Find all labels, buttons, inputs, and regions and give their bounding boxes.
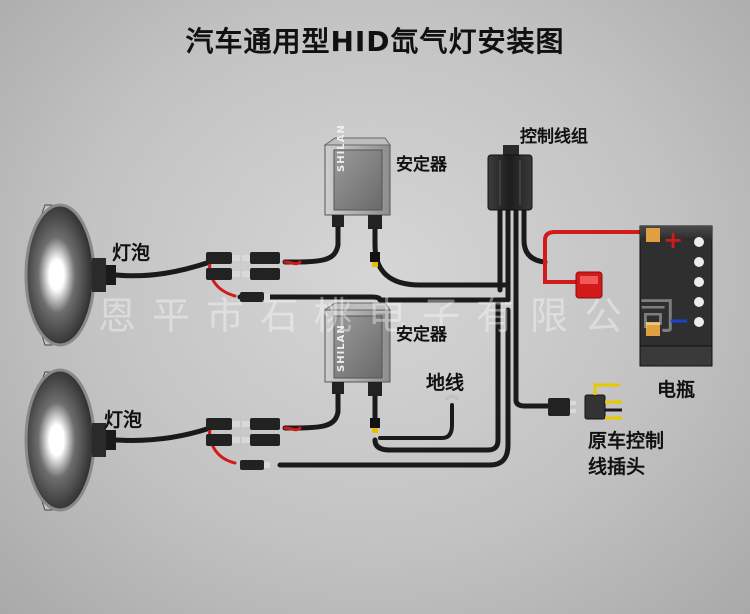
- label-original-plug-2: 线插头: [588, 456, 646, 478]
- ballast-top: [323, 137, 391, 267]
- label-bulb-bottom: 灯泡: [104, 409, 143, 431]
- label-ground-wire: 地线: [426, 372, 465, 394]
- ground-terminal: [444, 394, 460, 401]
- label-control-harness: 控制线组: [520, 127, 588, 147]
- headlamp-top: [24, 203, 116, 347]
- connector-pair-top: [206, 252, 280, 302]
- label-original-plug-1: 原车控制: [588, 430, 665, 452]
- original-plug: [548, 383, 622, 420]
- label-bulb-top: 灯泡: [112, 242, 151, 264]
- cables: [113, 207, 551, 468]
- battery-plus-sign: +: [663, 226, 684, 254]
- battery-minus-sign: −: [668, 306, 690, 336]
- label-ballast-top: 安定器: [396, 155, 447, 175]
- connector-pair-bottom: [206, 418, 280, 470]
- headlamp-bottom: [24, 368, 116, 512]
- ballast-bottom: [323, 302, 391, 433]
- watermark: 恩平市石桃电子有限公司: [98, 294, 693, 338]
- battery: [639, 225, 713, 367]
- label-battery: 电瓶: [657, 379, 696, 401]
- red-wires: [208, 230, 642, 465]
- control-harness: [487, 145, 533, 211]
- ballast-brand-bottom: SHILAN: [336, 324, 347, 372]
- label-ballast-bottom: 安定器: [396, 325, 447, 345]
- page-title: 汽车通用型HID氙气灯安装图: [185, 25, 565, 58]
- ballast-brand-top: SHILAN: [336, 124, 347, 172]
- fuse-holder: [575, 271, 603, 299]
